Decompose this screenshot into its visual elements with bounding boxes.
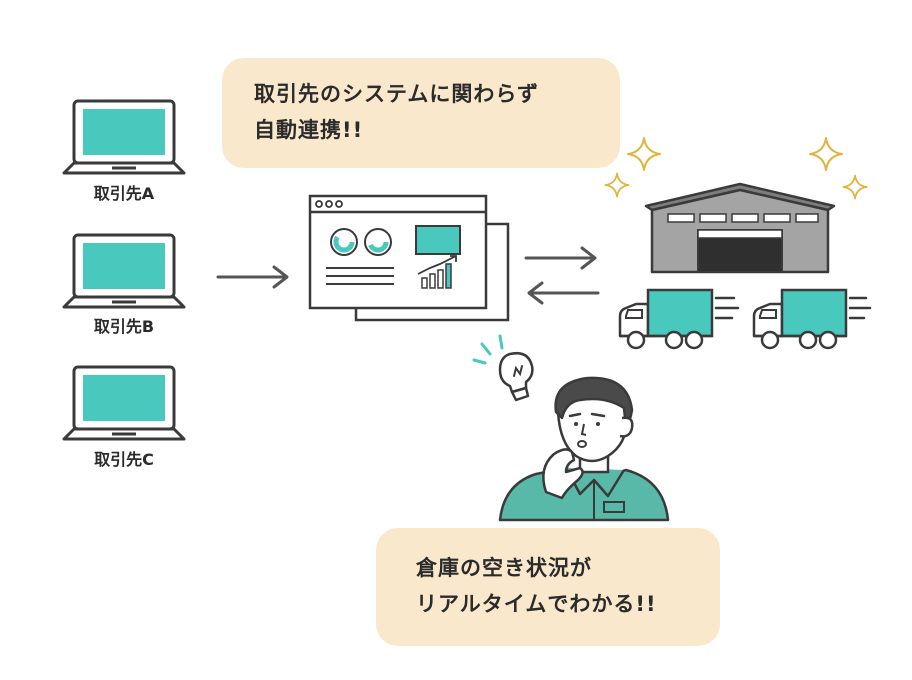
delivery-truck-icon	[618, 288, 740, 350]
bottom-bubble-line-2: リアルタイムでわかる!!	[416, 592, 657, 616]
partner-label-c: 取引先C	[94, 450, 154, 469]
top-bubble-line-1: 取引先のシステムに関わらず	[254, 82, 539, 106]
partner-label-a: 取引先A	[93, 184, 155, 203]
top-bubble-line-2: 自動連携!!	[254, 118, 364, 142]
bottom-speech-bubble: 倉庫の空き状況が リアルタイムでわかる!!	[376, 528, 720, 646]
arrow-right-icon	[216, 265, 289, 289]
partner-label-b: 取引先B	[93, 317, 155, 336]
arrow-right-icon	[524, 246, 597, 270]
arrow-left-icon	[527, 281, 600, 305]
sparkle-icon	[627, 137, 661, 171]
laptop-icon	[62, 365, 186, 441]
laptop-icon	[62, 99, 186, 175]
sparkle-icon	[604, 172, 630, 198]
dashboard-window-icon	[308, 194, 510, 322]
laptop-icon	[62, 233, 186, 309]
top-speech-bubble: 取引先のシステムに関わらず 自動連携!!	[222, 58, 620, 168]
warehouse-icon	[644, 182, 836, 274]
thinking-worker-icon	[498, 376, 670, 522]
sparkle-icon	[842, 174, 868, 200]
lightbulb-icon	[472, 334, 534, 402]
sparkle-icon	[809, 137, 843, 171]
bottom-bubble-line-1: 倉庫の空き状況が	[416, 556, 592, 580]
delivery-truck-icon	[752, 288, 872, 350]
